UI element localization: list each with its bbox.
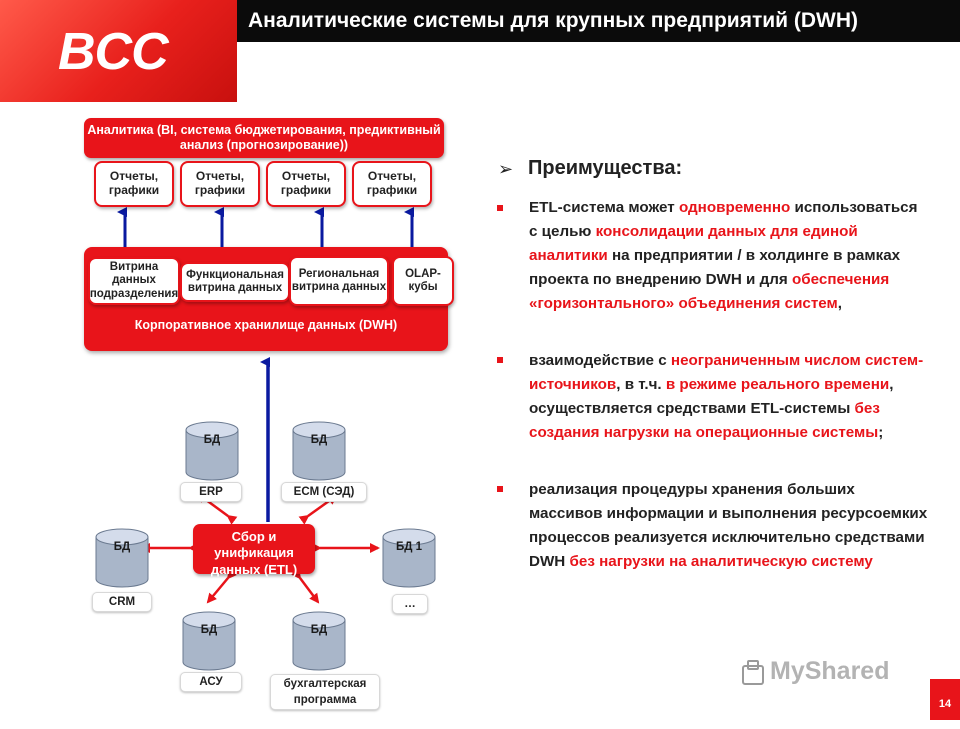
- source-erp: ERP: [180, 482, 242, 502]
- body-text: ,: [837, 295, 843, 312]
- highlight-text: одновременно: [678, 199, 791, 216]
- advantage-item-1: ETL-система может одновременно использов…: [529, 196, 929, 316]
- report-box-4: Отчеты, графики: [352, 161, 432, 207]
- body-text: ;: [878, 424, 884, 441]
- title-bar: [237, 0, 960, 42]
- advantage-item-2: взаимодействие с неограниченным числом с…: [529, 349, 929, 445]
- report-box-3: Отчеты, графики: [266, 161, 346, 207]
- highlight-text: консолидации данных для единой аналитики: [529, 223, 858, 264]
- db-ecm-label: БД: [310, 434, 328, 446]
- dwh-label: Корпоративное хранилище данных (DWH): [134, 318, 398, 332]
- highlight-text: без нагрузки на аналитическую систему: [569, 553, 873, 570]
- db-crm-label: БД: [113, 541, 131, 553]
- highlight-text: без создания нагрузки на операционные си…: [529, 400, 880, 441]
- mart-box-functional: Функциональная витрина данных: [180, 262, 290, 302]
- body-text: реализация процедуры хранения больших ма…: [529, 481, 928, 570]
- db-erp-label: БД: [203, 434, 221, 446]
- source-more: …: [392, 594, 428, 614]
- source-ecm: ECM (СЭД): [281, 482, 367, 502]
- body-text: на предприятии / в холдинге в рамках про…: [529, 247, 901, 288]
- mart-box-department: Витрина данных подразделения: [88, 257, 180, 305]
- body-text: ETL-система может: [529, 199, 679, 216]
- bullet-icon-2: [497, 357, 503, 363]
- db-asu-label: БД: [200, 624, 218, 636]
- brand-logo-panel: [0, 0, 237, 102]
- brand-logo: BCC: [58, 23, 169, 81]
- mart-box-olap: OLAP-кубы: [392, 256, 454, 306]
- mart-box-regional: Региональная витрина данных: [289, 256, 389, 306]
- source-asu: АСУ: [180, 672, 242, 692]
- body-text: использоваться с целью: [529, 199, 918, 240]
- db-1-label: БД 1: [395, 541, 423, 553]
- report-box-1: Отчеты, графики: [94, 161, 174, 207]
- db-buh-label: БД: [310, 624, 328, 636]
- body-text: взаимодействие с: [529, 352, 671, 369]
- body-text: , в т.ч.: [616, 376, 666, 393]
- bullet-icon-3: [497, 486, 503, 492]
- highlight-text: неограниченным числом систем-источников: [529, 352, 924, 393]
- bullet-icon-1: [497, 205, 503, 211]
- advantage-item-3: реализация процедуры хранения больших ма…: [529, 478, 929, 574]
- watermark: MyShared: [770, 657, 890, 685]
- watermark-icon: [742, 660, 764, 685]
- highlight-text: в режиме реального времени: [665, 376, 890, 393]
- analytics-box: Аналитика (BI, система бюджетирования, п…: [84, 118, 444, 158]
- advantages-heading: Преимущества:: [528, 157, 683, 179]
- etl-box: Сбор и унификация данных (ETL): [193, 524, 315, 577]
- heading-arrow-icon: ➢: [498, 159, 514, 179]
- source-accounting: бухгалтерская программа: [270, 674, 380, 710]
- db-cylinders: [95, 421, 436, 671]
- source-crm: CRM: [92, 592, 152, 612]
- page-number: 14: [930, 679, 960, 720]
- highlight-text: обеспечения «горизонтального» объединени…: [529, 271, 890, 312]
- diagram-arrows: [95, 207, 436, 671]
- report-box-2: Отчеты, графики: [180, 161, 260, 207]
- page-title: Аналитические системы для крупных предпр…: [248, 9, 859, 32]
- body-text: , осуществляется средствами ETL-системы: [529, 376, 894, 417]
